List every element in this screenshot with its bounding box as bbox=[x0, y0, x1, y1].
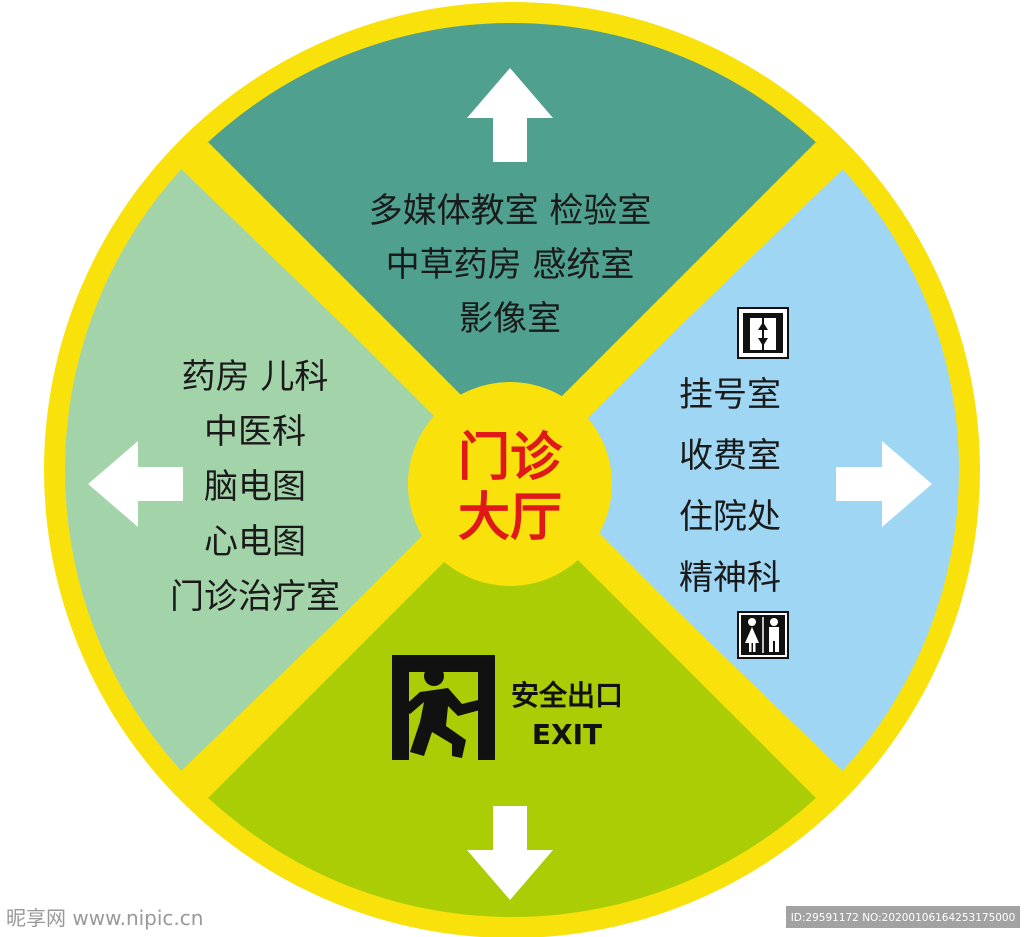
right-line-1: 挂号室 bbox=[679, 375, 781, 415]
watermark-right: ID:29591172 NO:20200106164253175000 bbox=[791, 912, 1016, 924]
left-quadrant bbox=[177, 165, 493, 775]
emergency-exit-icon bbox=[392, 655, 495, 760]
top-quadrant bbox=[199, 137, 825, 452]
arrow-up-icon bbox=[467, 68, 553, 162]
bottom-quadrant bbox=[199, 488, 825, 805]
right-line-4: 精神科 bbox=[679, 558, 781, 598]
top-line-1: 多媒体教室 检验室 bbox=[369, 191, 652, 231]
exit-label-en: EXIT bbox=[532, 718, 602, 751]
left-line-5: 门诊治疗室 bbox=[170, 577, 340, 617]
top-line-2: 中草药房 感统室 bbox=[386, 245, 635, 285]
left-line-4: 心电图 bbox=[204, 522, 306, 562]
center-title-line1: 门诊 bbox=[458, 428, 563, 488]
restroom-icon bbox=[737, 611, 789, 659]
left-line-3: 脑电图 bbox=[204, 467, 306, 507]
center-title-line2: 大厅 bbox=[458, 488, 562, 548]
watermark-left: 昵享网 www.nipic.cn bbox=[6, 906, 203, 930]
arrow-left-icon bbox=[88, 441, 183, 527]
left-line-1: 药房 儿科 bbox=[182, 357, 329, 397]
exit-label-cn: 安全出口 bbox=[511, 679, 623, 712]
right-quadrant-cap bbox=[847, 165, 959, 775]
watermark-right-box bbox=[786, 906, 1020, 928]
top-line-3: 影像室 bbox=[459, 299, 561, 339]
right-line-3: 住院处 bbox=[679, 497, 781, 537]
arrow-right-icon bbox=[836, 441, 932, 527]
elevator-icon bbox=[737, 307, 789, 359]
left-quadrant-cap bbox=[65, 165, 177, 775]
right-line-2: 收费室 bbox=[679, 436, 781, 476]
arrow-down-icon bbox=[467, 806, 553, 900]
left-line-2: 中医科 bbox=[204, 412, 306, 452]
center-hub bbox=[408, 382, 612, 586]
